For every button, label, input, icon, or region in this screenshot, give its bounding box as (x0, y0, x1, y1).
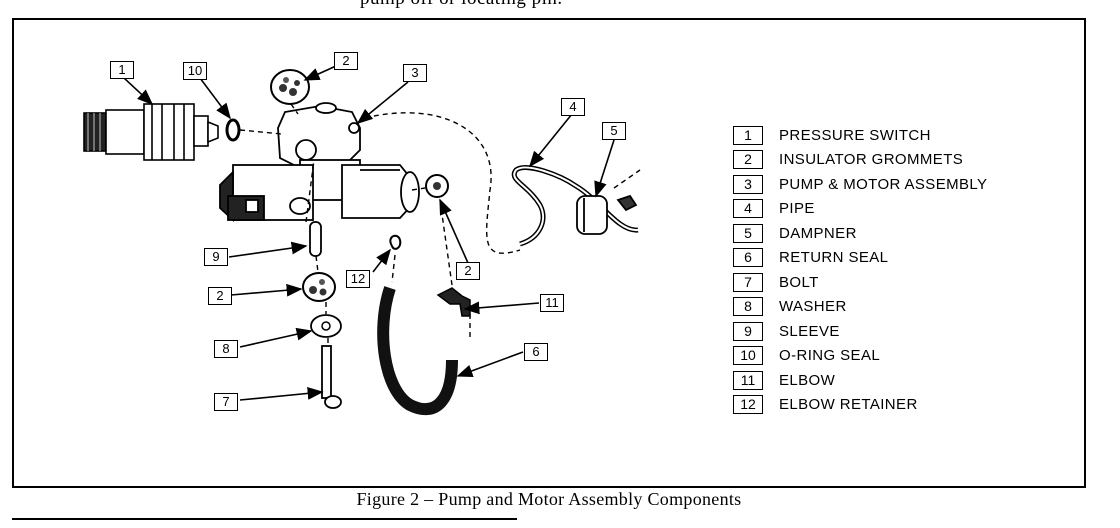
legend-row: 6 RETURN SEAL (733, 246, 987, 271)
grommet-side-drawing (425, 174, 449, 198)
legend-row: 8 WASHER (733, 295, 987, 320)
callout-1: 1 (110, 61, 134, 79)
legend-label: O-RING SEAL (779, 347, 881, 365)
legend-row: 9 SLEEVE (733, 319, 987, 344)
grommet-top-drawing (270, 69, 310, 105)
o-ring-seal-drawing (225, 118, 241, 142)
callout-12: 12 (346, 270, 370, 288)
page-text-fragment: pump off or locating pin. (360, 0, 563, 10)
callout-10: 10 (183, 62, 207, 80)
callout-9: 9 (204, 248, 228, 266)
parts-legend: 1 PRESSURE SWITCH 2 INSULATOR GROMMETS 3 PU… (733, 123, 987, 417)
legend-number: 8 (733, 297, 763, 317)
bolt-drawing (321, 345, 342, 409)
return-hose-drawing (377, 286, 458, 416)
legend-row: 5 DAMPNER (733, 221, 987, 246)
legend-number: 7 (733, 272, 763, 292)
callout-leader-lines (123, 65, 615, 401)
sleeve-drawing (309, 221, 322, 257)
callout-4: 4 (561, 98, 585, 116)
elbow-retainer-drawing (389, 234, 402, 250)
callout-2-mid: 2 (456, 262, 480, 280)
legend-label: BOLT (779, 273, 819, 291)
legend-row: 7 BOLT (733, 270, 987, 295)
legend-row: 12 ELBOW RETAINER (733, 393, 987, 418)
legend-row: 11 ELBOW (733, 368, 987, 393)
legend-row: 2 INSULATOR GROMMETS (733, 148, 987, 173)
callout-7: 7 (214, 393, 238, 411)
legend-number: 12 (733, 395, 763, 415)
legend-row: 10 O-RING SEAL (733, 344, 987, 369)
figure-caption: Figure 2 – Pump and Motor Assembly Compo… (356, 489, 742, 509)
legend-label: ELBOW (779, 371, 836, 389)
legend-number: 1 (733, 125, 763, 145)
elbow-drawing (436, 287, 471, 317)
legend-label: PIPE (779, 200, 815, 218)
legend-number: 2 (733, 150, 763, 170)
legend-row: 1 PRESSURE SWITCH (733, 123, 987, 148)
legend-label: RETURN SEAL (779, 249, 889, 267)
legend-label: SLEEVE (779, 322, 840, 340)
legend-number: 3 (733, 174, 763, 194)
legend-number: 11 (733, 370, 763, 390)
callout-6: 6 (524, 343, 548, 361)
callout-3: 3 (403, 64, 427, 82)
legend-row: 3 PUMP & MOTOR ASSEMBLY (733, 172, 987, 197)
dampner-drawing (576, 194, 638, 235)
bottom-divider (12, 518, 517, 520)
pressure-switch-drawing (83, 103, 219, 161)
legend-number: 9 (733, 321, 763, 341)
assembly-guide-lines (239, 103, 641, 346)
legend-number: 6 (733, 248, 763, 268)
grommet-bottom-drawing (302, 272, 336, 302)
washer-drawing (310, 314, 342, 338)
legend-number: 4 (733, 199, 763, 219)
legend-row: 4 PIPE (733, 197, 987, 222)
callout-5: 5 (602, 122, 626, 140)
callout-8: 8 (214, 340, 238, 358)
callout-2-low: 2 (208, 287, 232, 305)
figure-frame (12, 18, 1086, 488)
pump-motor-assembly-drawing (219, 102, 420, 223)
legend-number: 10 (733, 346, 763, 366)
legend-label: INSULATOR GROMMETS (779, 151, 964, 169)
callout-11: 11 (540, 294, 564, 312)
legend-label: PRESSURE SWITCH (779, 126, 931, 144)
pipe-drawing (511, 165, 639, 247)
legend-label: ELBOW RETAINER (779, 396, 918, 414)
legend-number: 5 (733, 223, 763, 243)
legend-label: WASHER (779, 298, 847, 316)
legend-label: PUMP & MOTOR ASSEMBLY (779, 175, 988, 193)
legend-label: DAMPNER (779, 224, 857, 242)
callout-2-top: 2 (334, 52, 358, 70)
